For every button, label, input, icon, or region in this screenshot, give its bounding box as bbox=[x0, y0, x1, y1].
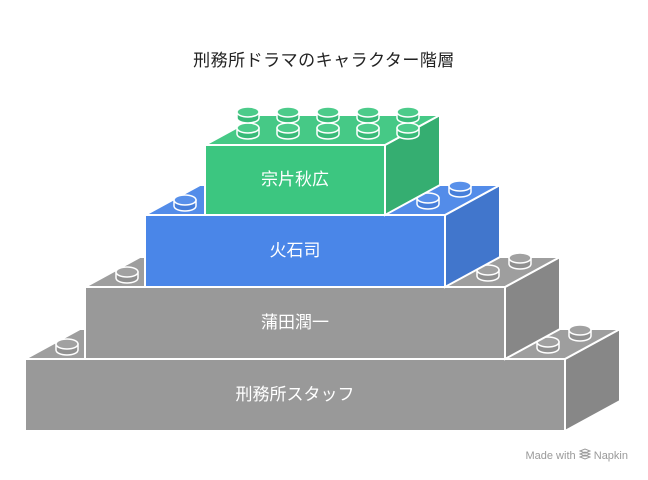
brick-stud-icon bbox=[276, 122, 300, 140]
brick-front-face bbox=[144, 214, 446, 288]
brick-stud-icon bbox=[236, 122, 260, 140]
brick-stud-icon bbox=[508, 252, 532, 270]
brick-stud-icon bbox=[173, 194, 197, 212]
brick-stud-icon bbox=[568, 324, 592, 342]
brick-level-1: 宗片秋広 bbox=[204, 106, 441, 217]
brick-front-face bbox=[204, 144, 386, 216]
watermark: Made with Napkin bbox=[525, 448, 628, 463]
brick-front-face bbox=[84, 286, 506, 360]
brick-stud-icon bbox=[236, 106, 260, 124]
brick-stud-icon bbox=[396, 106, 420, 124]
brick-label-3: 蒲田潤一 bbox=[261, 313, 329, 333]
brick-label-4: 刑務所スタッフ bbox=[236, 385, 355, 405]
brick-stud-icon bbox=[55, 338, 79, 356]
brick-stud-icon bbox=[448, 180, 472, 198]
brick-stud-icon bbox=[356, 122, 380, 140]
watermark-made-with: Made with bbox=[525, 449, 576, 462]
napkin-logo-icon bbox=[578, 448, 592, 463]
brick-stud-icon bbox=[115, 266, 139, 284]
watermark-brand: Napkin bbox=[593, 449, 628, 462]
brick-stud-icon bbox=[476, 264, 500, 282]
brick-front-face bbox=[24, 358, 566, 432]
brick-label-2: 火石司 bbox=[270, 241, 321, 261]
brick-stud-icon bbox=[396, 122, 420, 140]
brick-stud-icon bbox=[316, 106, 340, 124]
brick-stud-icon bbox=[316, 122, 340, 140]
diagram-title: 刑務所ドラマのキャラクター階層 bbox=[193, 51, 455, 71]
brick-stud-icon bbox=[356, 106, 380, 124]
brick-label-1: 宗片秋広 bbox=[261, 170, 329, 190]
brick-stud-icon bbox=[276, 106, 300, 124]
